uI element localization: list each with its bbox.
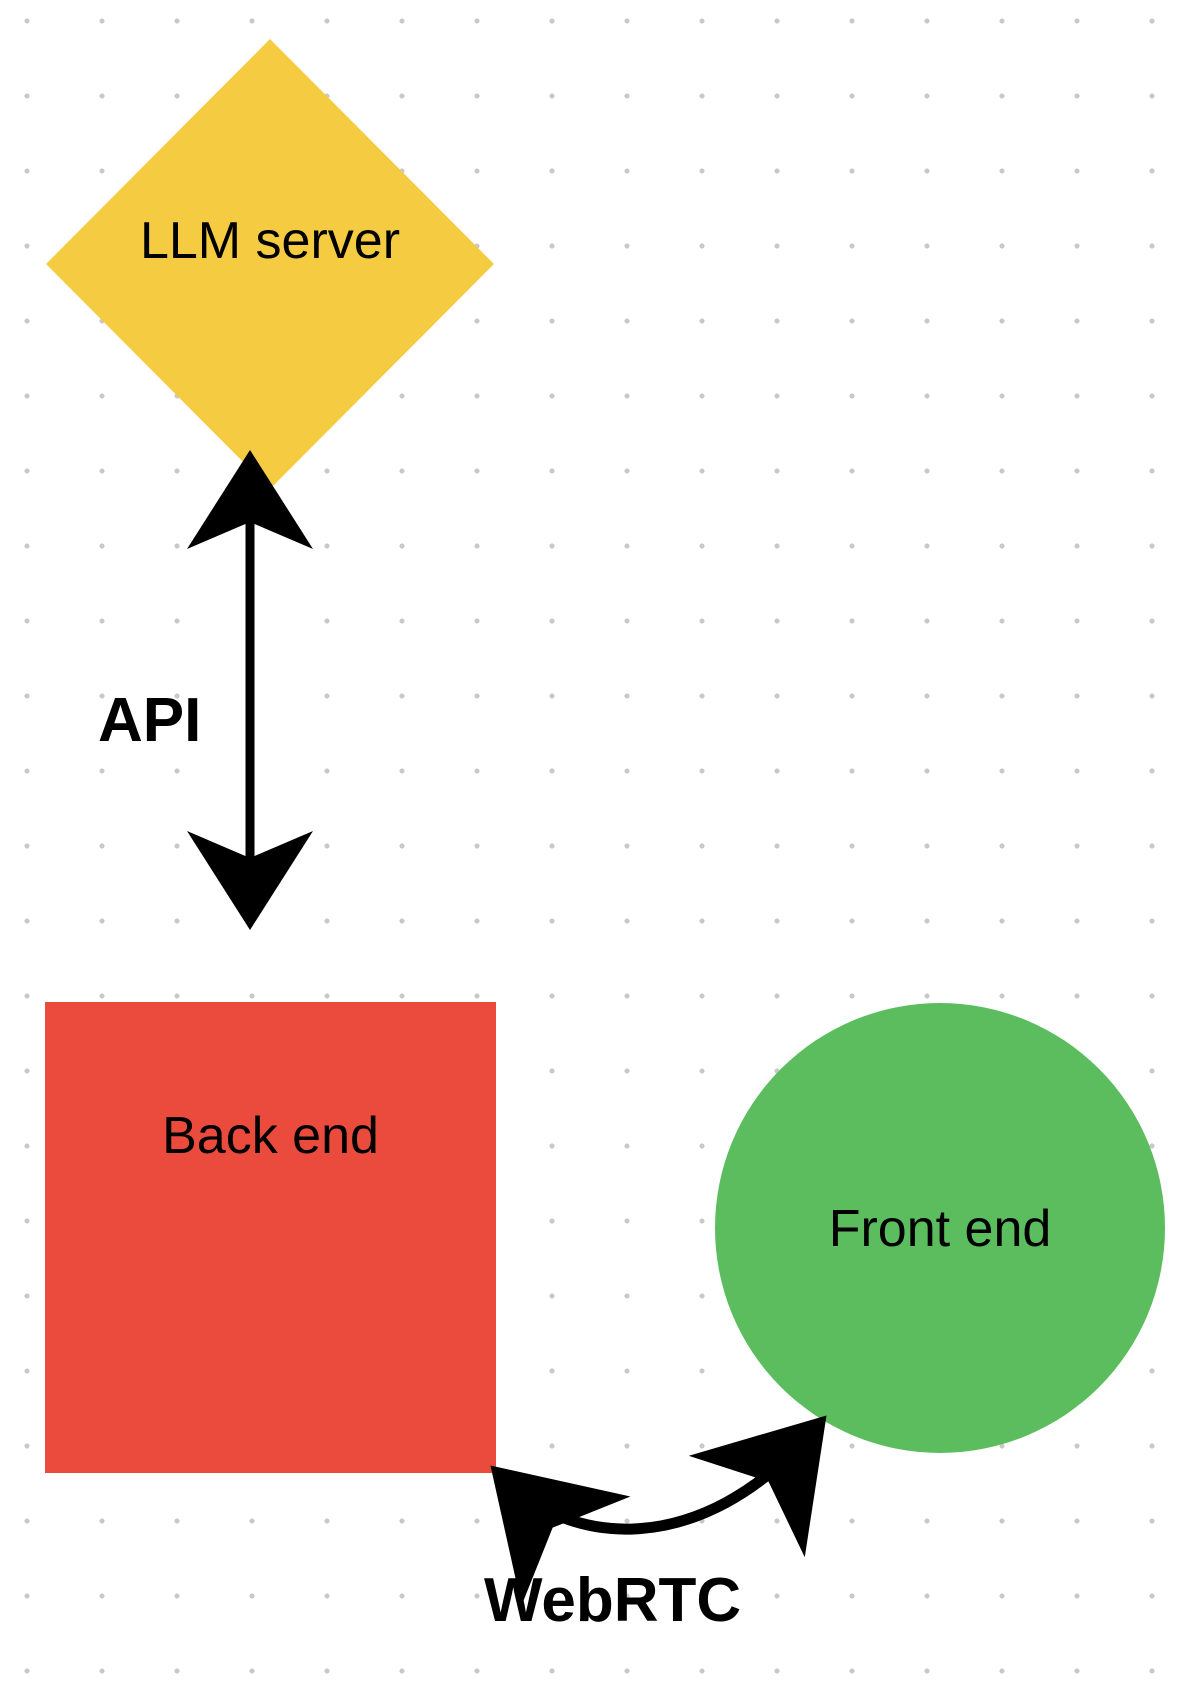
- node-front-end-label: Front end: [828, 1200, 1052, 1258]
- edge-webrtc-label: WebRTC: [484, 1566, 742, 1635]
- edge-api-label: API: [98, 686, 202, 755]
- node-back-end-label: Back end: [162, 1107, 379, 1165]
- node-front-end-shape[interactable]: [715, 1003, 1165, 1453]
- edge-webrtc-connector[interactable]: [490, 1415, 827, 1606]
- node-llm-server-label: LLM server: [139, 212, 401, 270]
- node-back-end-shape[interactable]: [45, 1002, 496, 1473]
- node-llm-server-shape[interactable]: [46, 39, 494, 489]
